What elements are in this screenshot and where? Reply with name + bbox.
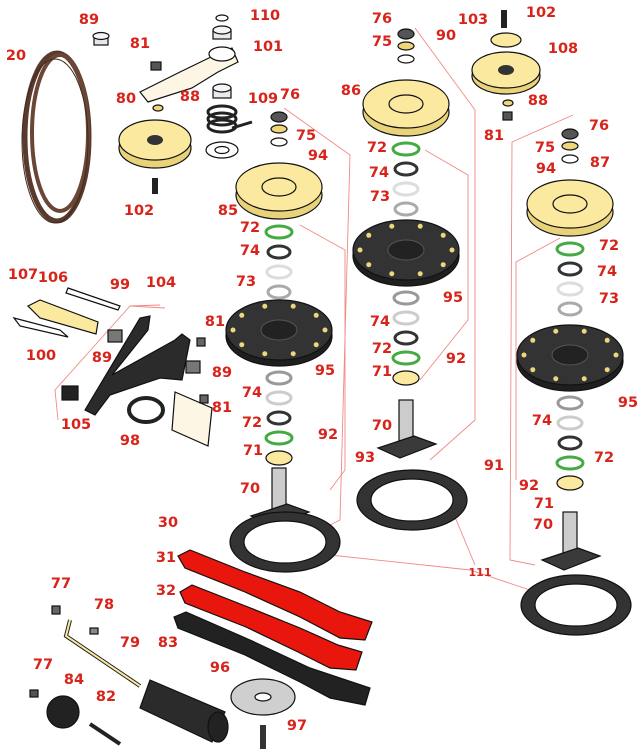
callout-96: 96: [210, 660, 230, 676]
callout-106: 106: [38, 270, 68, 286]
callout-81: 81: [130, 36, 150, 52]
callout-88: 88: [528, 93, 548, 109]
callout-74: 74: [242, 385, 262, 401]
callout-99: 99: [110, 277, 130, 293]
callout-77: 77: [33, 657, 53, 673]
idler-pulley-part: [118, 119, 192, 169]
callout-74: 74: [369, 165, 389, 181]
callout-75: 75: [372, 34, 392, 50]
callout-71: 71: [243, 443, 263, 459]
idler-pulley-right-part: [471, 10, 541, 121]
callout-95: 95: [443, 290, 463, 306]
callout-109: 109: [248, 91, 278, 107]
callout-102: 102: [526, 5, 556, 21]
callout-103: 103: [458, 12, 488, 28]
callout-73: 73: [370, 189, 390, 205]
callout-97: 97: [287, 718, 307, 734]
callout-32: 32: [156, 583, 176, 599]
callout-77: 77: [51, 576, 71, 592]
callout-100: 100: [26, 348, 56, 364]
callout-78: 78: [94, 597, 114, 613]
misc-parts: [29, 605, 296, 749]
callout-76: 76: [372, 11, 392, 27]
callout-73: 73: [236, 274, 256, 290]
callout-90: 90: [436, 28, 456, 44]
callout-70: 70: [240, 481, 260, 497]
callout-82: 82: [96, 689, 116, 705]
callout-81: 81: [212, 400, 232, 416]
callout-87: 87: [590, 155, 610, 171]
callout-89: 89: [79, 12, 99, 28]
callout-79: 79: [120, 635, 140, 651]
callout-71: 71: [534, 496, 554, 512]
callout-91: 91: [484, 458, 504, 474]
callout-86: 86: [341, 83, 361, 99]
belt-part: [21, 50, 92, 224]
lever-assembly-part: [12, 287, 213, 447]
callout-75: 75: [296, 128, 316, 144]
callout-110: 110: [250, 8, 280, 24]
bushing-part: [92, 31, 110, 46]
callout-72: 72: [240, 220, 260, 236]
callout-111: 111: [469, 566, 492, 579]
callout-73: 73: [599, 291, 619, 307]
callout-80: 80: [116, 91, 136, 107]
idler-arm-part: [139, 14, 239, 103]
callout-105: 105: [61, 417, 91, 433]
callout-72: 72: [599, 238, 619, 254]
callout-94: 94: [308, 148, 328, 164]
blade-set-part: [173, 549, 373, 706]
spindle-assembly-center: [352, 28, 468, 531]
callout-74: 74: [370, 314, 390, 330]
callout-76: 76: [589, 118, 609, 134]
callout-72: 72: [367, 140, 387, 156]
callout-95: 95: [618, 395, 638, 411]
callout-92: 92: [519, 478, 539, 494]
callout-76: 76: [280, 87, 300, 103]
spindle-assembly-right: [516, 128, 632, 636]
callout-74: 74: [532, 413, 552, 429]
callout-85: 85: [218, 203, 238, 219]
callout-72: 72: [594, 450, 614, 466]
callout-93: 93: [355, 450, 375, 466]
callout-20: 20: [6, 48, 26, 64]
nut-part: [150, 61, 162, 71]
callout-70: 70: [533, 517, 553, 533]
callout-92: 92: [446, 351, 466, 367]
callout-84: 84: [64, 672, 84, 688]
callout-83: 83: [158, 635, 178, 651]
callout-81: 81: [484, 128, 504, 144]
callout-88: 88: [180, 89, 200, 105]
callout-75: 75: [535, 140, 555, 156]
callout-95: 95: [315, 363, 335, 379]
callout-72: 72: [242, 415, 262, 431]
callout-102: 102: [124, 203, 154, 219]
callout-107: 107: [8, 267, 38, 283]
callout-31: 31: [156, 550, 176, 566]
callout-74: 74: [597, 264, 617, 280]
callout-81: 81: [205, 314, 225, 330]
callout-92: 92: [318, 427, 338, 443]
spindle-assembly-left: [225, 111, 341, 573]
callout-101: 101: [253, 39, 283, 55]
callout-71: 71: [372, 364, 392, 380]
callout-104: 104: [146, 275, 176, 291]
callout-30: 30: [158, 515, 178, 531]
callout-74: 74: [240, 243, 260, 259]
spring-part: [206, 104, 253, 134]
callout-89: 89: [92, 350, 112, 366]
callout-98: 98: [120, 433, 140, 449]
callout-108: 108: [548, 41, 578, 57]
callout-70: 70: [372, 418, 392, 434]
callout-72: 72: [372, 341, 392, 357]
callout-94: 94: [536, 161, 556, 177]
callout-89: 89: [212, 365, 232, 381]
